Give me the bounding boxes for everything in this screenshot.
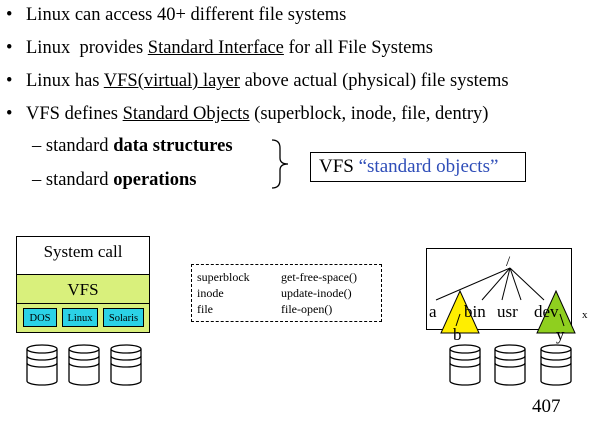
fs-linux: Linux <box>62 308 98 327</box>
disk-icon <box>540 344 572 386</box>
object-name: superblock <box>197 270 250 284</box>
fs-dos: DOS <box>23 308 57 327</box>
bullet-4: • VFS defines Standard Objects (superbloc… <box>6 103 488 125</box>
sub-bullet-bold: operations <box>113 170 197 190</box>
curly-brace <box>271 139 289 189</box>
sub-bullet-marker: – <box>32 170 42 190</box>
object-name: inode <box>197 286 224 300</box>
callout-prefix: VFS <box>319 156 359 177</box>
callout-quoted: “standard objects” <box>358 156 499 177</box>
vfs-layer: VFS <box>17 274 149 304</box>
tree-node-dev: dev <box>534 302 559 321</box>
bullet-text: Linux provides <box>26 38 148 58</box>
bullet-text: Linux can access 40+ different file syst… <box>26 5 347 25</box>
disk-icon <box>68 344 100 386</box>
sub-bullet-2: – standard operations <box>32 169 196 191</box>
underlined-term: Standard Interface <box>147 38 284 58</box>
sub-bullet-bold: data structures <box>113 136 233 156</box>
bullet-text: (superblock, inode, file, dentry) <box>249 104 489 124</box>
tree-node-b: b <box>453 325 462 344</box>
bullet-3: • Linux has VFS(virtual) layer above actu… <box>6 70 509 92</box>
sub-bullet-text: standard <box>45 170 114 190</box>
tree-node-usr: usr <box>497 302 518 321</box>
underlined-term: VFS(virtual) layer <box>103 71 240 91</box>
disk-icon <box>494 344 526 386</box>
operation-name: get-free-space() <box>281 270 357 284</box>
bullet-text: for all File Systems <box>283 38 433 58</box>
bullet-text: Linux has <box>26 71 104 91</box>
mounted-fs-triangle <box>536 290 576 334</box>
bullet-text: VFS defines <box>26 104 123 124</box>
bullet-2: • Linux provides Standard Interface for a… <box>6 37 433 59</box>
tree-node-a: a <box>429 302 437 321</box>
vfs-layer-diagram: System call VFS DOS Linux Solaris <box>16 236 150 333</box>
object-operation-table: superblock get-free-space() inode update… <box>191 264 382 322</box>
sub-bullet-marker: – <box>32 136 42 156</box>
disk-icon <box>26 344 58 386</box>
mounted-fs-triangle <box>440 290 480 334</box>
bullet-marker: • <box>6 38 13 58</box>
bullet-1: • Linux can access 40+ different file sys… <box>6 4 346 26</box>
bullet-marker: • <box>6 5 13 25</box>
operation-name: file-open() <box>281 302 333 316</box>
system-call-layer: System call <box>43 242 123 261</box>
underlined-term: Standard Objects <box>122 104 250 124</box>
sub-bullet-text: standard <box>45 136 114 156</box>
disk-icon <box>449 344 481 386</box>
sub-bullet-1: – standard data structures <box>32 135 233 157</box>
tree-root: / <box>506 254 511 270</box>
disk-icon <box>110 344 142 386</box>
standard-objects-callout: VFS “standard objects” <box>310 152 526 182</box>
object-name: file <box>197 302 213 316</box>
filesystem-row: DOS Linux Solaris <box>17 304 149 332</box>
bullet-text: above actual (physical) file systems <box>239 71 509 91</box>
fs-solaris: Solaris <box>103 308 144 327</box>
bullet-marker: • <box>6 71 13 91</box>
directory-tree-frame <box>426 248 572 330</box>
bullet-marker: • <box>6 104 13 124</box>
tree-node-x: x <box>582 309 588 321</box>
tree-node-bin: bin <box>464 302 486 321</box>
page-number: 407 <box>532 396 561 417</box>
tree-node-y: y <box>556 325 565 344</box>
operation-name: update-inode() <box>281 286 352 300</box>
directory-tree-lines <box>435 267 545 301</box>
